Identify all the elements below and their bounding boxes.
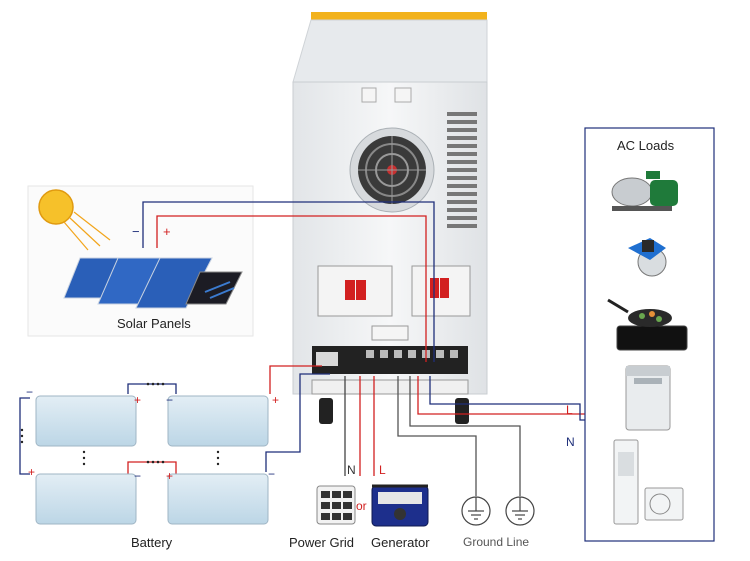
load-neutral-label: N [566,435,575,449]
air-conditioner-icon [613,439,684,525]
breaker-icon [317,265,471,317]
ground-icon [461,496,535,526]
battery-plus-label: + [166,469,173,483]
or-label: or [356,499,367,513]
ground-line-label: Ground Line [463,535,529,549]
solar-plus-label: + [163,224,171,239]
ac-loads-label: AC Loads [617,138,675,153]
battery-minus-label: − [26,385,33,399]
battery-label: Battery [131,535,173,550]
power-grid-label: Power Grid [289,535,354,550]
solar-wiring [142,201,435,362]
fan-icon [349,127,435,213]
generator-icon [371,484,429,527]
input-neutral-label: N [347,463,356,477]
sun-icon [38,189,111,251]
generator-label: Generator [371,535,430,550]
ac-loads-section: AC Loads [584,127,715,542]
solar-panel-icon [63,257,243,309]
battery-ellipsis [20,382,220,466]
vent-grille [447,112,477,228]
water-pump-icon [611,171,678,211]
battery-plus-label: + [134,393,141,407]
battery-icon [35,395,269,525]
battery-plus-label: + [272,393,279,407]
battery-polarity-labels: − + − + + − + − [26,385,279,483]
battery-minus-label: − [134,469,141,483]
washing-machine-icon [625,365,671,431]
battery-minus-label: − [268,467,275,481]
solar-panels-label: Solar Panels [117,316,191,331]
tile-cutter-icon [628,238,667,277]
solar-minus-label: − [132,224,140,239]
load-live-label: L [566,403,573,417]
grid-meter-icon [316,485,356,525]
induction-cooker-icon [607,298,688,351]
battery-minus-label: − [166,393,173,407]
solar-panel-section: Solar Panels − + [27,185,254,337]
input-wiring [344,376,588,496]
inverter-icon [292,12,488,424]
battery-plus-label: + [28,465,35,479]
input-live-label: L [379,463,386,477]
